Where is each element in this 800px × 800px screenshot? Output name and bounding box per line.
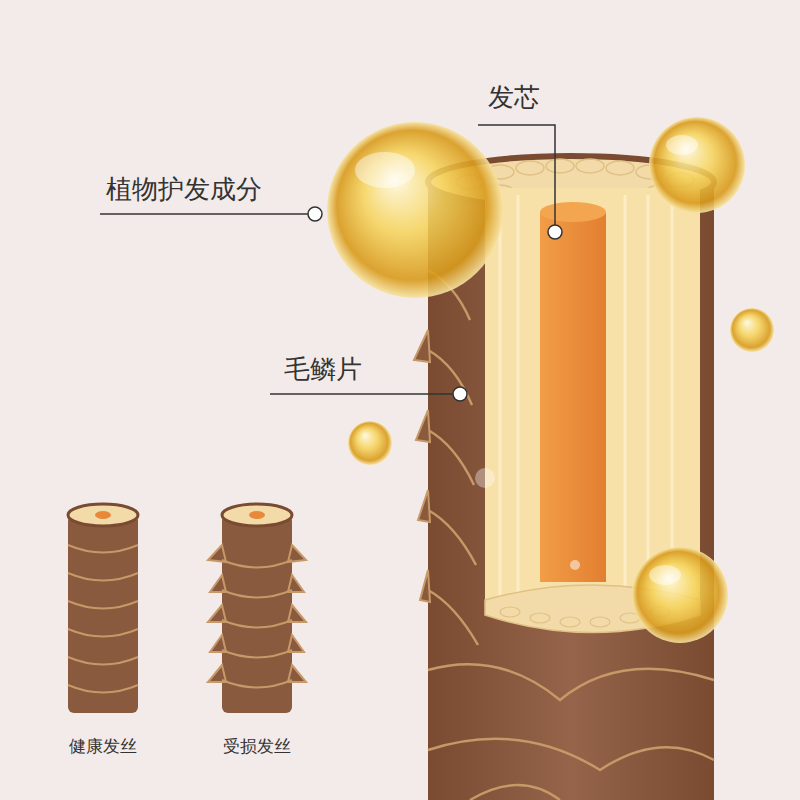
scale-edges [414,330,430,602]
part-label: 植物护发成分 [106,174,262,205]
leader-lines [100,125,555,394]
cortex-fibers [500,195,672,620]
caption-label: 受损发丝 [223,736,291,756]
healthy-hair [68,504,138,713]
oil-bubbles [327,117,774,643]
caption-label: 健康发丝 [69,736,137,756]
part-label: 发芯 [488,82,540,113]
cortex [485,188,700,633]
damaged-hair [208,504,306,713]
medulla [540,212,606,582]
medulla-top [540,202,606,222]
part-label: 毛鳞片 [284,354,362,385]
